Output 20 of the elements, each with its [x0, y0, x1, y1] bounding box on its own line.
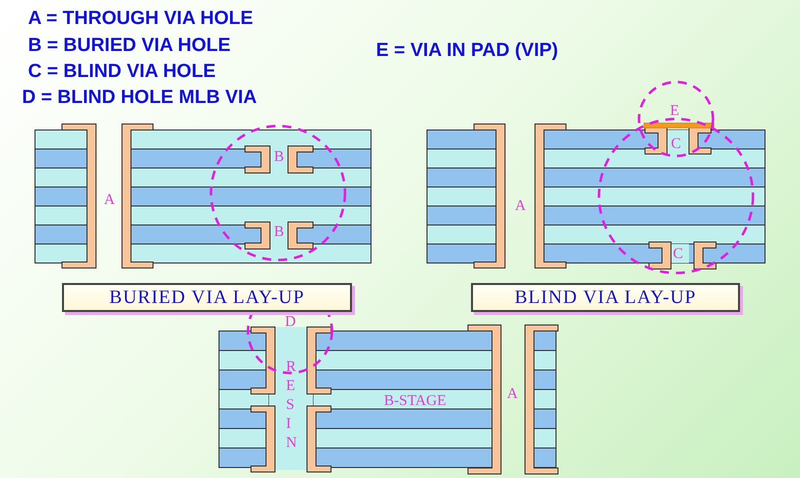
via-letter: A	[507, 386, 518, 402]
via-letter: D	[285, 314, 296, 330]
via-letter: C	[671, 136, 682, 152]
caption-text: BURIED VIA LAY-UP	[109, 286, 305, 308]
definition-text: B = BURIED VIA HOLE	[28, 35, 231, 57]
via-letter: A	[515, 198, 526, 214]
caption-box	[471, 283, 740, 312]
definition-text: D = BLIND HOLE MLB VIA	[22, 87, 257, 109]
definition-text: A = THROUGH VIA HOLE	[28, 8, 254, 30]
definition-text: C = BLIND VIA HOLE	[28, 61, 216, 83]
via-letter: B	[274, 149, 284, 165]
via-letter: B	[274, 224, 284, 240]
via-letter: E	[670, 103, 680, 119]
via-letter: A	[104, 192, 115, 208]
via-letter: C	[673, 246, 684, 262]
resin-text: RESIN	[286, 358, 296, 453]
caption-text: BLIND VIA LAY-UP	[514, 286, 696, 308]
caption-box	[62, 283, 352, 312]
definition-text: E = VIA IN PAD (VIP)	[376, 40, 558, 62]
layer-text: B-STAGE	[384, 393, 446, 409]
